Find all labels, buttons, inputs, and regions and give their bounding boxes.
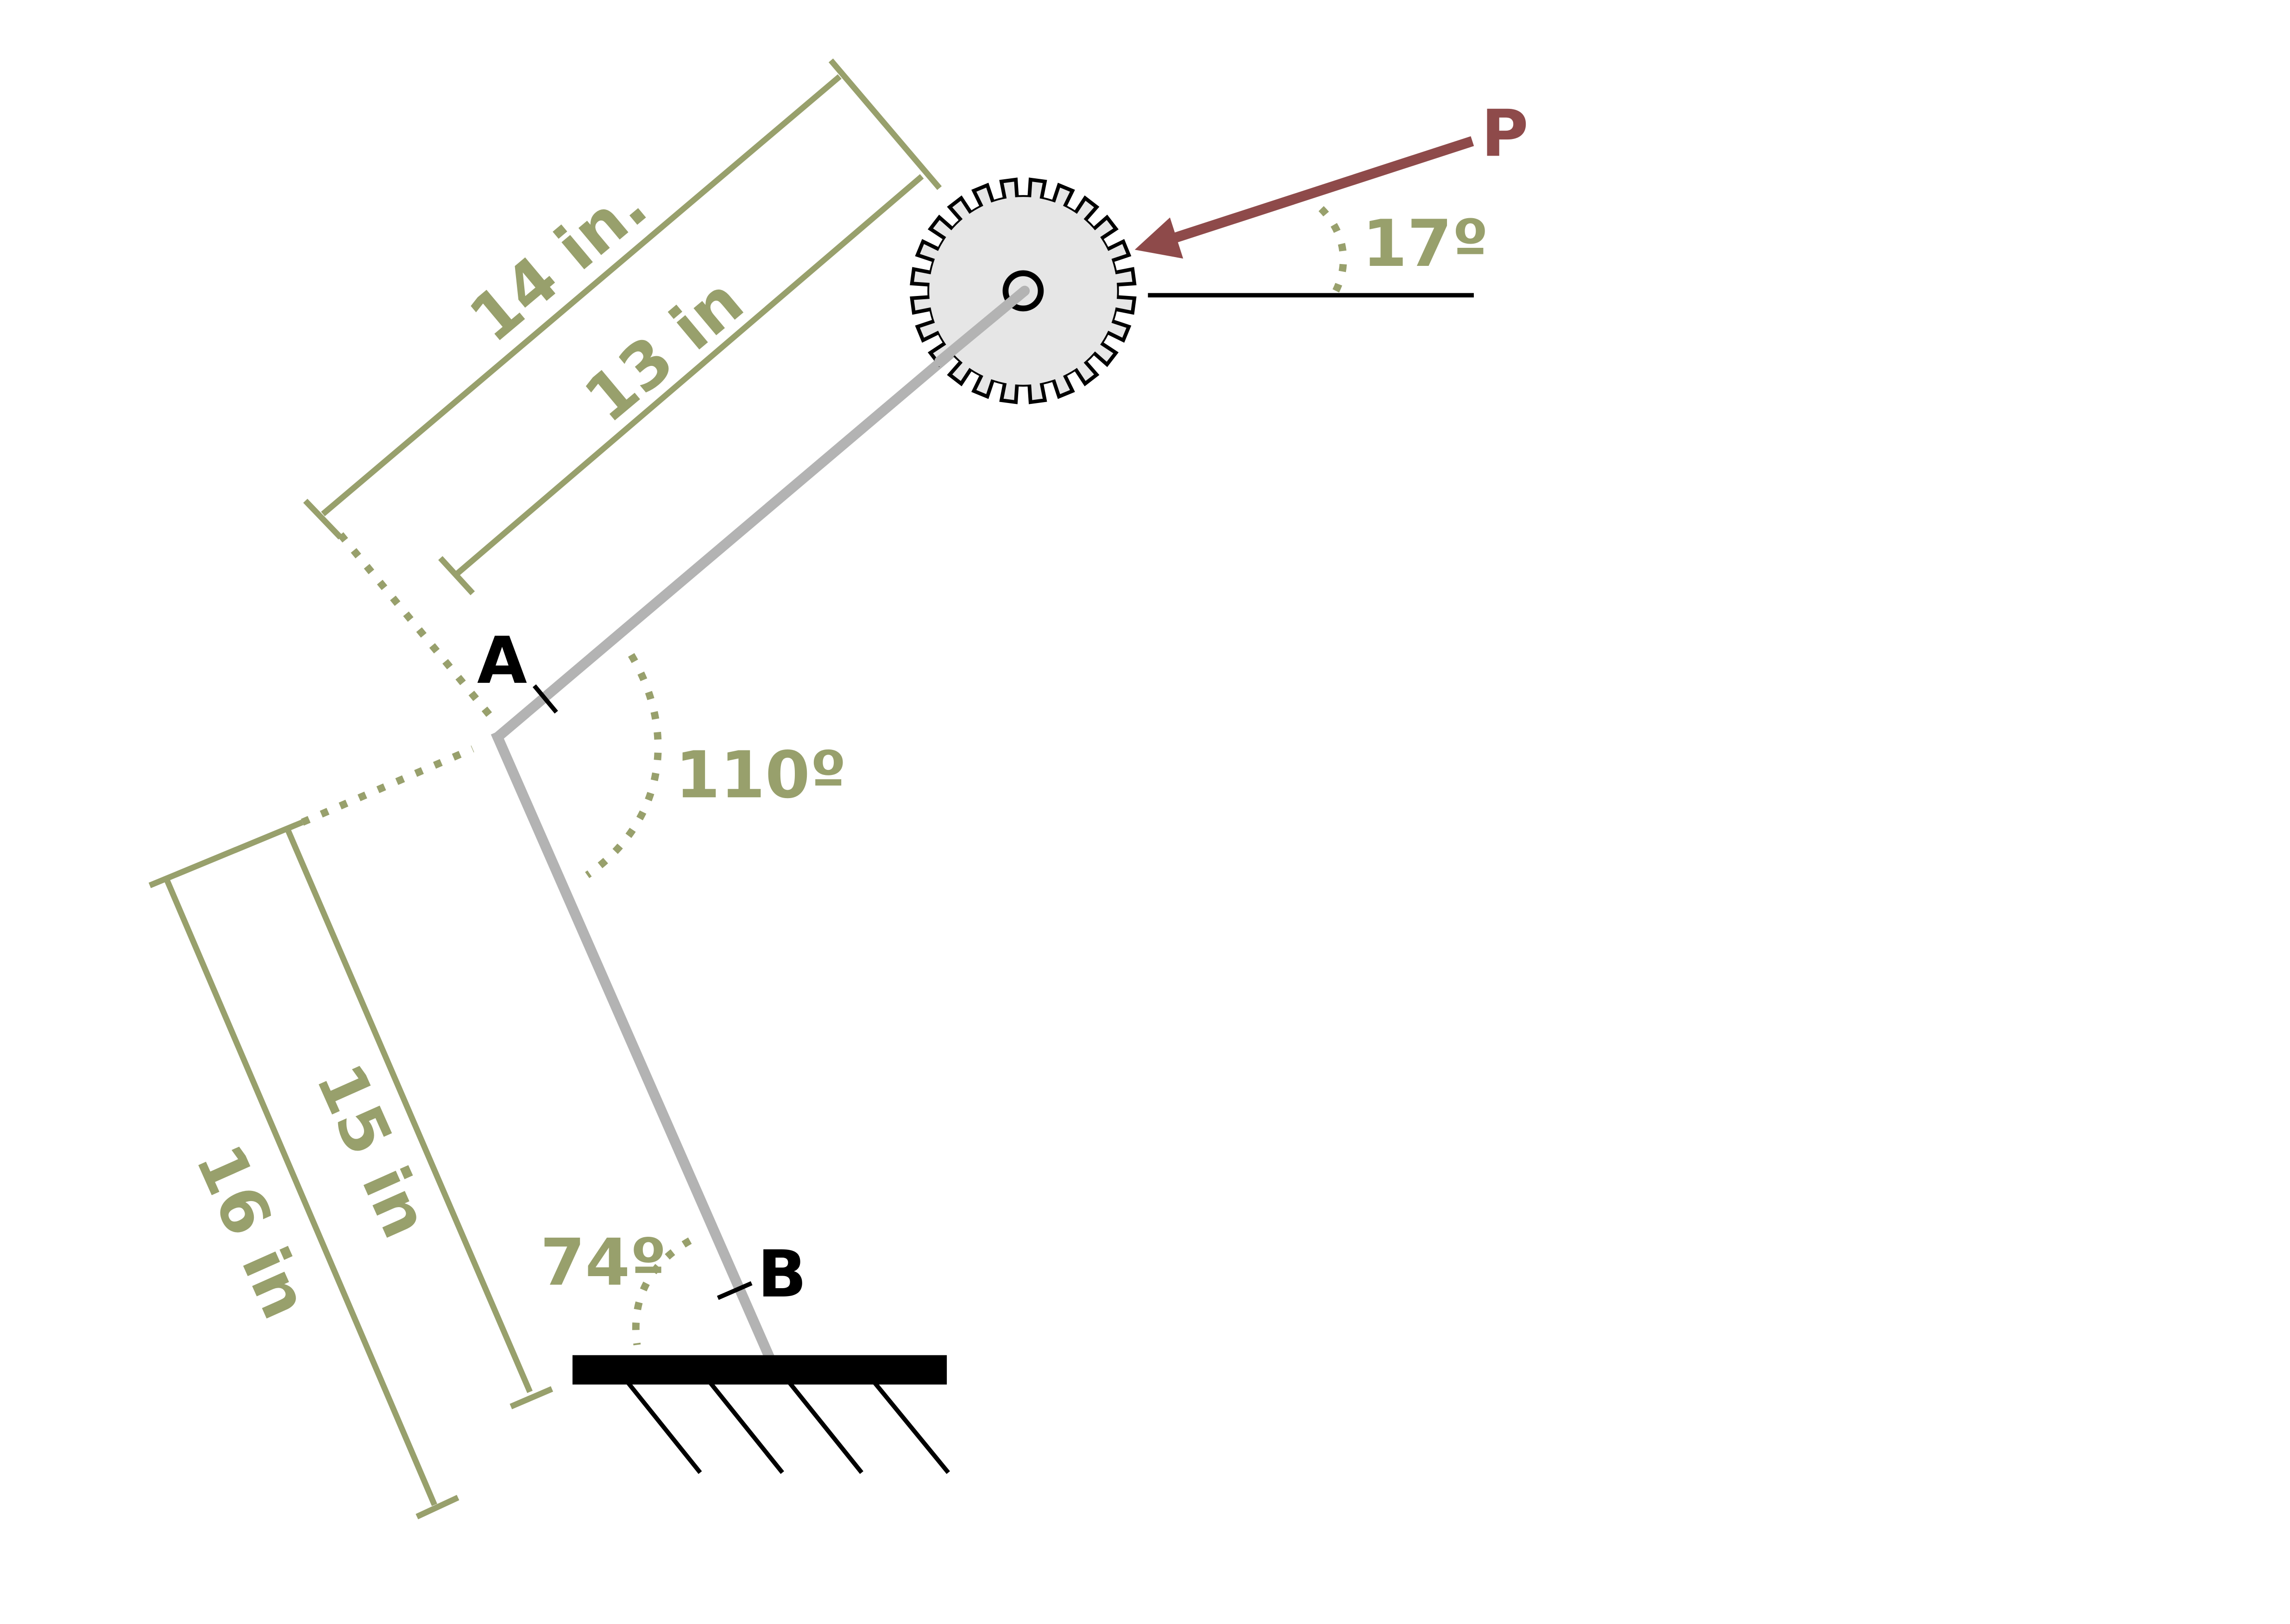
- angle-110: 110º: [585, 653, 847, 878]
- point-a-label: A: [477, 623, 527, 698]
- dimension-13-label: 13 in: [571, 264, 757, 437]
- force-p-label: P: [1481, 96, 1529, 171]
- member-upper-arm-overlay: [934, 285, 1030, 367]
- dimension-13-in: 13 in: [438, 174, 924, 596]
- angle-17: 17º: [1148, 206, 1489, 298]
- dimension-16-label: 16 in: [181, 1134, 323, 1329]
- dimension-15-label: 15 in: [302, 1053, 443, 1249]
- gear-pin: [1002, 270, 1044, 312]
- angle-74: 74º: [540, 1225, 692, 1346]
- angle-17-label: 17º: [1362, 206, 1489, 281]
- angle-110-label: 110º: [675, 737, 847, 812]
- point-b-label: B: [757, 1237, 806, 1312]
- frame-members: [491, 285, 1030, 1364]
- dimension-14-label: 14 in.: [456, 167, 661, 357]
- point-b: B: [717, 1237, 807, 1312]
- dimension-15-in: 15 in: [285, 745, 554, 1410]
- ground-hatch-icon: [572, 1355, 950, 1474]
- point-a: A: [477, 623, 558, 714]
- angle-74-label: 74º: [540, 1225, 667, 1300]
- member-ab-lower: [491, 730, 776, 1364]
- force-arrow-icon: P: [1134, 96, 1529, 259]
